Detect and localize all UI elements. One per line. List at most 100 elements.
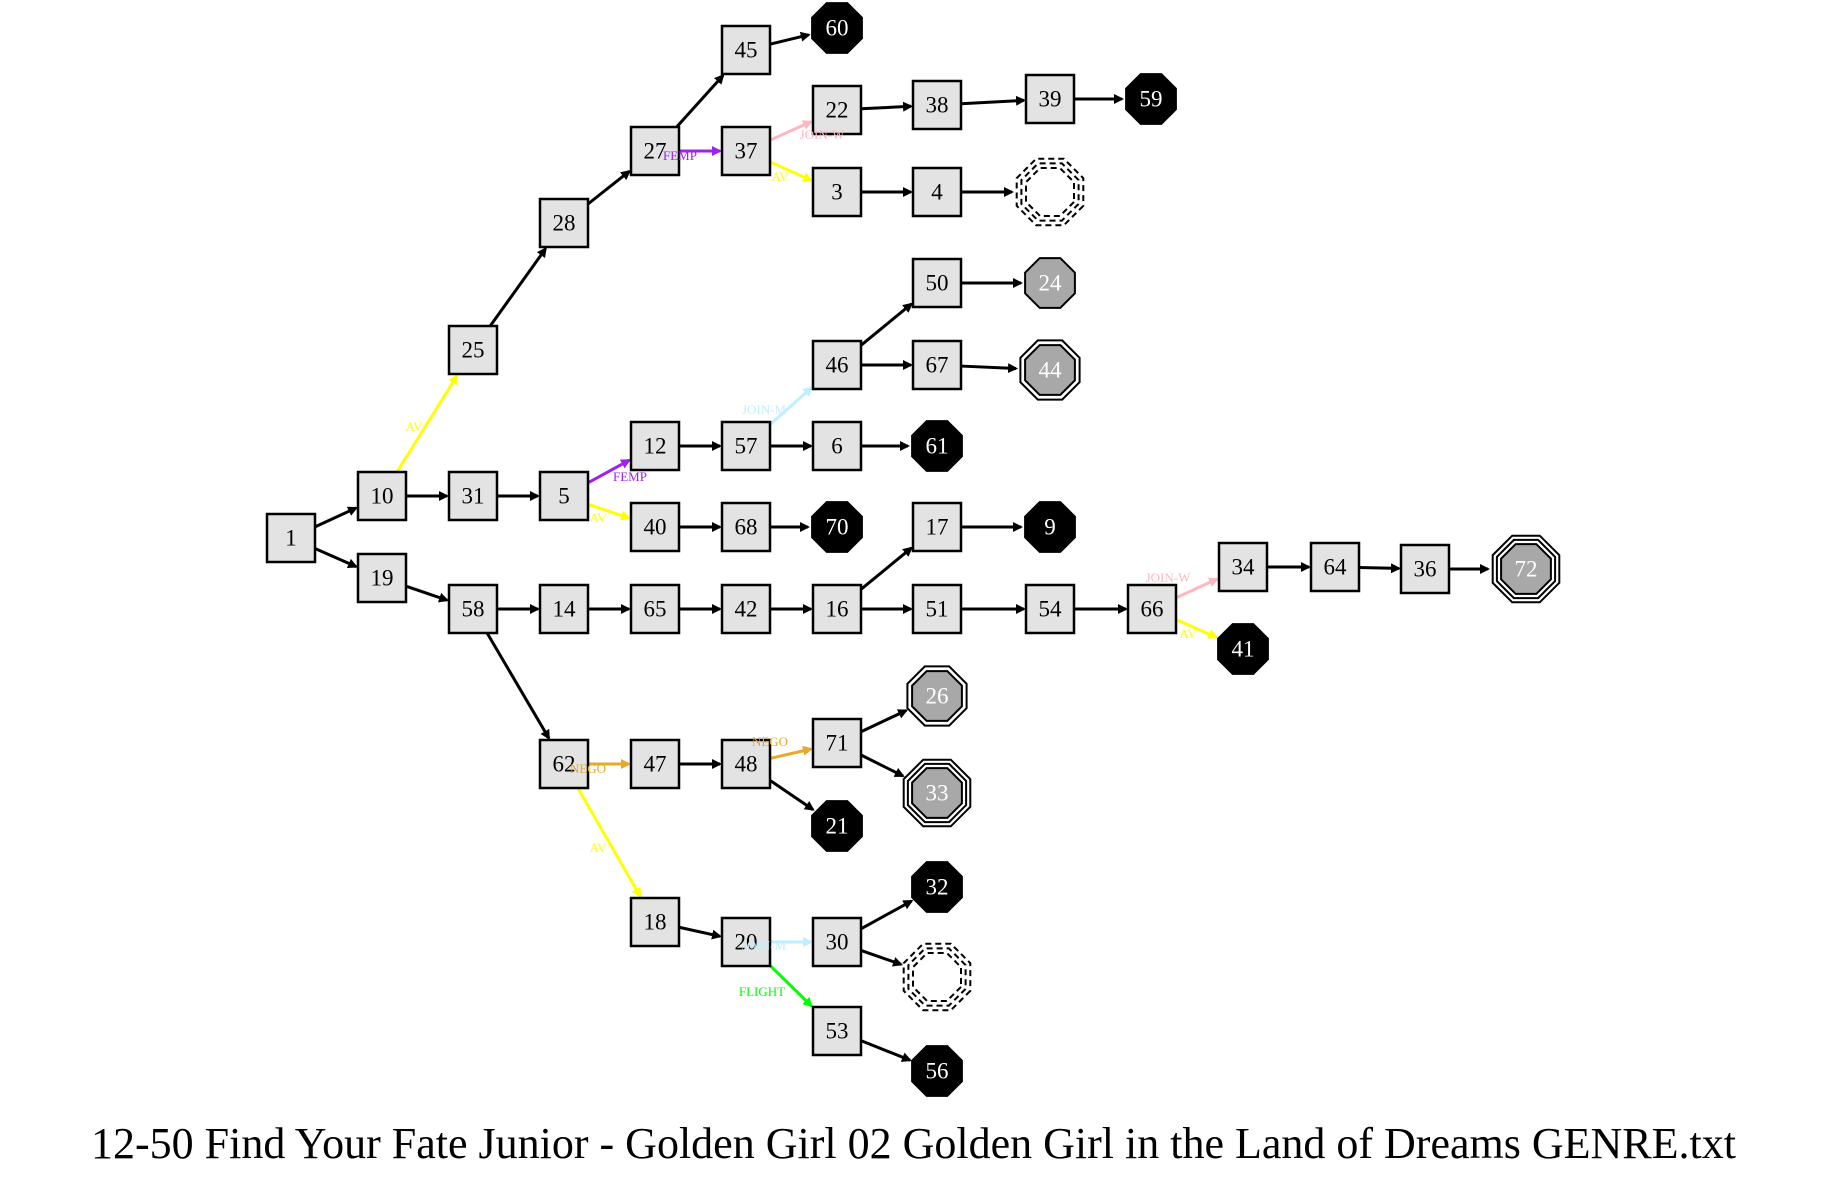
edge-1-to-19 (314, 547, 358, 569)
edge-labels-layer: AVFEMPJOIN-WAVFEMPAVJOIN-MJOIN-WAVNEGOAV… (405, 127, 1197, 999)
ending-node-9: 9 (1024, 501, 1076, 553)
node-label: 40 (644, 515, 667, 540)
ending-node-32: 32 (911, 861, 963, 913)
node-label: 26 (926, 684, 949, 709)
passage-node-18: 18 (629, 896, 681, 948)
passage-node-66: 66 (1126, 583, 1178, 635)
passage-node-54: 54 (1024, 583, 1076, 635)
graph-caption: 12-50 Find Your Fate Junior - Golden Gir… (91, 1119, 1736, 1168)
node-label: 70 (826, 515, 849, 540)
node-label: 16 (826, 597, 849, 622)
edge-label-57-46: JOIN-M (742, 402, 786, 417)
passage-node-36: 36 (1399, 543, 1451, 595)
node-label: 27 (644, 139, 667, 164)
passage-node-19: 19 (356, 552, 408, 604)
passage-node-10: 10 (356, 470, 408, 522)
passage-node-25: 25 (447, 324, 499, 376)
node-label: 25 (462, 338, 485, 363)
node-label: 45 (735, 38, 758, 63)
edge-62-to-18 (576, 787, 642, 899)
edge-57-to-46 (769, 386, 814, 426)
edge-18-to-20 (678, 925, 723, 940)
ending-node-26: 26 (906, 665, 968, 727)
node-label: 5 (558, 484, 570, 509)
passage-node-68: 68 (720, 501, 772, 553)
node-label: 20 (735, 930, 758, 955)
node-label: 58 (462, 597, 485, 622)
passage-node-30: 30 (811, 916, 863, 968)
passage-node-38: 38 (911, 79, 963, 131)
edge-label-66-41: AV (1179, 626, 1197, 641)
passage-node-12: 12 (629, 420, 681, 472)
edge-45-to-60 (769, 31, 811, 46)
passage-node-64: 64 (1309, 541, 1361, 593)
edge-58-to-62 (485, 632, 551, 740)
node-label: 39 (1039, 87, 1062, 112)
passage-node-50: 50 (911, 257, 963, 309)
node-label: 4 (931, 180, 943, 205)
edge-71-to-33 (860, 753, 905, 778)
edge-label-5-12: FEMP (613, 469, 647, 484)
edge-28-to-27 (587, 169, 632, 206)
passage-node-27: 27 (629, 125, 681, 177)
edge-37-to-3 (769, 160, 813, 182)
node-label: 6 (831, 434, 843, 459)
ending-node-44: 44 (1019, 339, 1081, 401)
passage-node-62: 62 (538, 738, 590, 790)
passage-node-37: 37 (720, 125, 772, 177)
node-label: 60 (826, 16, 849, 41)
node-label: 62 (553, 752, 576, 777)
edge-label-37-22: JOIN-W (800, 127, 845, 142)
edge-66-to-34 (1175, 577, 1220, 600)
passage-node-47: 47 (629, 738, 681, 790)
node-label: 64 (1324, 555, 1348, 580)
ending-node-60: 60 (811, 2, 863, 54)
node-label: 30 (826, 930, 849, 955)
node-label: 71 (826, 731, 849, 756)
edge-label-62-18: AV (589, 840, 607, 855)
node-label: 34 (1232, 555, 1256, 580)
passage-node-46: 46 (811, 339, 863, 391)
node-label: 22 (826, 98, 849, 123)
node-label: 28 (553, 211, 576, 236)
passage-node-58: 58 (447, 583, 499, 635)
nodes-layer: 1101925312855827124014624537576865471822… (265, 2, 1561, 1097)
node-label: 47 (644, 752, 667, 777)
edge-label-27-37: FEMP (663, 148, 697, 163)
passage-node-14: 14 (538, 583, 590, 635)
passage-node-6: 6 (811, 420, 863, 472)
node-label: 21 (826, 814, 849, 839)
passage-node-3: 3 (811, 166, 863, 218)
edge-label-20-30: JOIN-M (742, 938, 786, 953)
edge-71-to-26 (860, 709, 909, 734)
edges-layer (314, 31, 1490, 1062)
node-label: 56 (926, 1059, 949, 1084)
node-label: 12 (644, 434, 667, 459)
edge-label-66-34: JOIN-W (1146, 570, 1191, 585)
edge-53-to-56 (860, 1039, 912, 1062)
edge-5-to-40 (587, 502, 631, 521)
node-label: 46 (826, 353, 849, 378)
node-label: 3 (831, 180, 843, 205)
story-graph: 1101925312855827124014624537576865471822… (265, 2, 1561, 1097)
passage-node-67: 67 (911, 339, 963, 391)
passage-node-5: 5 (538, 470, 590, 522)
node-label: 37 (735, 139, 758, 164)
passage-node-71: 71 (811, 717, 863, 769)
node-label: 59 (1140, 87, 1163, 112)
edge-label-5-40: AV (589, 510, 607, 525)
passage-node-28: 28 (538, 197, 590, 249)
node-label: 17 (926, 515, 949, 540)
node-label: 72 (1515, 557, 1538, 582)
passage-node-53: 53 (811, 1005, 863, 1057)
node-label: 41 (1232, 637, 1255, 662)
passage-node-1: 1 (265, 512, 317, 564)
edge-19-to-58 (405, 584, 450, 603)
node-label: 19 (371, 566, 394, 591)
node-label: 66 (1141, 597, 1164, 622)
edge-16-to-17 (860, 546, 914, 591)
edge-48-to-71 (769, 745, 813, 760)
edge-5-to-12 (587, 458, 631, 485)
node-label: 31 (462, 484, 485, 509)
edge-label-20-53: FLIGHT (739, 984, 785, 999)
